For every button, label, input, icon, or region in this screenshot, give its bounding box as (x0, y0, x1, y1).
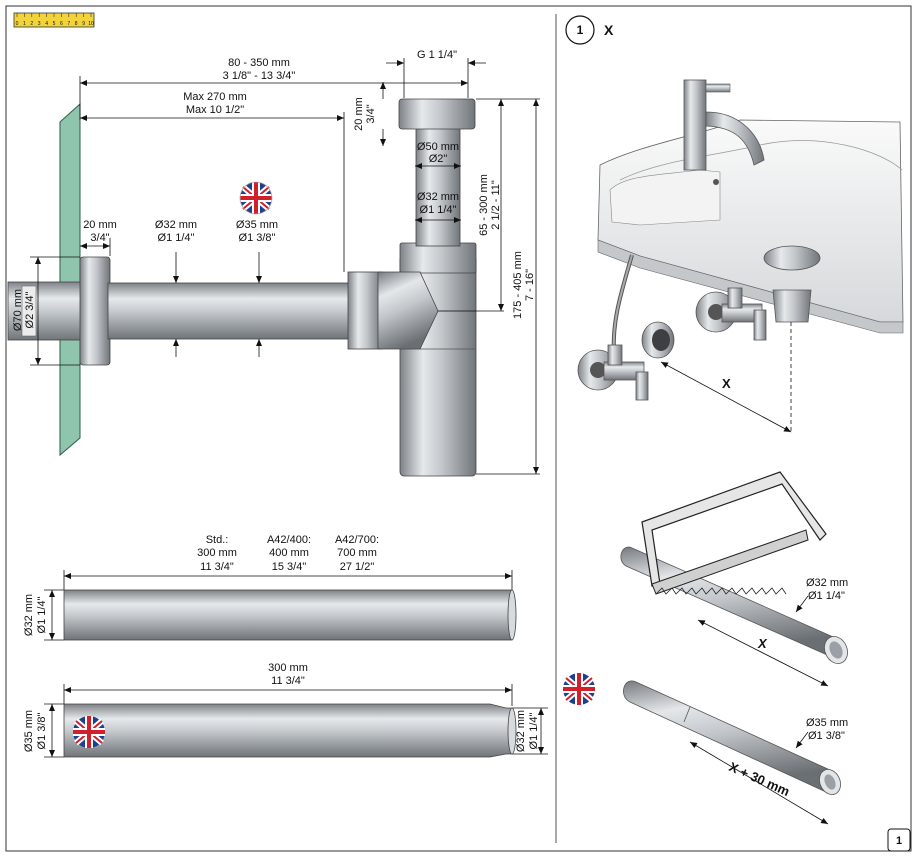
measure-x-label: X (722, 376, 731, 391)
arm-dia-std-inch: Ø1 1/4" (158, 232, 195, 244)
arm-dia-std-mm: Ø32 mm (155, 219, 197, 231)
ruler-tick-label: 7 (67, 21, 70, 27)
washbasin-illustration: X (577, 79, 904, 433)
inlet-range-mm: 65 - 300 mm (478, 174, 490, 236)
drain-plug (763, 245, 821, 271)
ruler-tick-label: 6 (60, 21, 63, 27)
uk-flag-icon (239, 181, 273, 215)
arm-junction (377, 271, 439, 350)
overall-width-mm: 80 - 350 mm (228, 57, 290, 69)
arm-dia-uk-inch: Ø1 3/8" (239, 232, 276, 244)
ruler-tick-label: 1 (23, 21, 26, 27)
cap-height-inch: 3/4" (365, 104, 377, 123)
wall-arm-pipe (107, 282, 353, 340)
page-number: 1 (896, 835, 902, 847)
pipe-32mm (63, 589, 517, 641)
page-frame (5, 5, 912, 852)
header-std: Std.: (206, 534, 229, 546)
faucet (683, 79, 707, 171)
wall-pipe-stub (7, 281, 87, 341)
step-number-badge: 1 (565, 15, 595, 45)
rosette-depth-inch: 3/4" (90, 232, 109, 244)
length-400-mm: 400 mm (269, 547, 309, 559)
ruler-tick-label: 4 (45, 21, 48, 27)
uk-pipe-dia-small-inch: Ø1 1/4" (528, 712, 540, 749)
length-std-inch: 11 3/4" (200, 561, 234, 573)
cut-dia-inch: Ø1 1/4" (808, 590, 845, 602)
uk-pipe-dia-large-inch: Ø1 3/8" (36, 712, 48, 749)
arm-nut (347, 271, 383, 350)
length-400-inch: 15 3/4" (272, 561, 307, 573)
ruler-tick-label: 10 (88, 21, 94, 27)
cut-dia-mm: Ø32 mm (806, 577, 848, 589)
max-reach-mm: Max 270 mm (183, 91, 247, 103)
uk-pipe-dia-large-mm: Ø35 mm (23, 710, 35, 752)
inlet-dia-mm: Ø32 mm (417, 191, 459, 203)
angle-valve-left (577, 344, 649, 401)
pipe1-dia-mm: Ø32 mm (23, 594, 35, 636)
uk-cut-dia-mm: Ø35 mm (806, 717, 848, 729)
total-height-inch: 7 - 16" (524, 269, 536, 301)
cap-height-mm: 20 mm (353, 97, 365, 131)
page-number-box: 1 (887, 828, 911, 852)
ruler-tick-label: 2 (30, 21, 33, 27)
inlet-dia-inch: Ø1 1/4" (420, 204, 457, 216)
ruler-tick-label: 8 (75, 21, 78, 27)
body-dia-inch: Ø2" (429, 153, 448, 165)
total-height-mm: 175 - 405 mm (512, 251, 524, 319)
step-label: X (604, 22, 614, 38)
rosette-dia-inch: Ø2 3/4" (24, 291, 36, 328)
pipe1-dia-inch: Ø1 1/4" (36, 596, 48, 633)
pipe-35mm-uk (63, 703, 517, 758)
uk-cut-dia-inch: Ø1 3/8" (808, 730, 845, 742)
angle-valve-right (695, 287, 767, 341)
siphon-labels: 80 - 350 mm 3 1/8" - 13 3/4" Max 270 mm … (12, 49, 536, 331)
body-dia-mm: Ø50 mm (417, 141, 459, 153)
length-700-mm: 700 mm (337, 547, 377, 559)
body-collar (399, 242, 477, 274)
ruler-tick-label: 0 (16, 21, 19, 27)
thread-size: G 1 1/4" (417, 49, 457, 61)
siphon-assembly (7, 98, 477, 477)
overall-width-inch: 3 1/8" - 13 3/4" (223, 70, 296, 82)
inlet-pipe (415, 127, 461, 247)
pipe2-dimension-lines (44, 684, 548, 758)
max-reach-inch: Max 10 1/2" (186, 104, 244, 116)
top-cap (398, 98, 476, 130)
uk-pipe-dia-small-mm: Ø32 mm (515, 710, 527, 752)
uk-flag-icon (73, 716, 105, 748)
uk-pipe-length-inch: 11 3/4" (271, 675, 305, 687)
ruler-tick-label: 3 (38, 21, 41, 27)
wall-rosette (79, 256, 111, 366)
uk-flag-icon (563, 673, 595, 705)
header-a42-700: A42/700: (335, 534, 379, 546)
uk-pipe-length-mm: 300 mm (268, 662, 308, 674)
hacksaw-icon (641, 471, 827, 595)
length-700-inch: 27 1/2" (340, 561, 375, 573)
pipe-cutting-illustration: X Ø32 mm Ø1 1/4" (620, 471, 848, 687)
ruler-tick-label: 5 (53, 21, 56, 27)
pipe-length-table: Std.: A42/400: A42/700: 300 mm 400 mm 70… (197, 534, 379, 573)
header-a42-400: A42/400: (267, 534, 311, 546)
ruler-tick-label: 9 (82, 21, 85, 27)
arm-dia-uk-mm: Ø35 mm (236, 219, 278, 231)
step-number: 1 (577, 23, 584, 37)
rosette-dia-mm: Ø70 mm (12, 289, 24, 331)
wall-rosette-icon (641, 321, 675, 359)
cut-x-label: X (757, 636, 768, 651)
length-std-mm: 300 mm (197, 547, 237, 559)
rosette-depth-mm: 20 mm (83, 219, 117, 231)
uk-pipe-cut-illustration: X + 30 mm Ø35 mm Ø1 3/8" (623, 680, 848, 825)
wall-panel (59, 102, 81, 457)
siphon-dimension-lines (30, 58, 540, 475)
inlet-range-inch: 2 1/2 - 11" (490, 180, 502, 230)
pipe1-dimension-lines (44, 570, 513, 641)
